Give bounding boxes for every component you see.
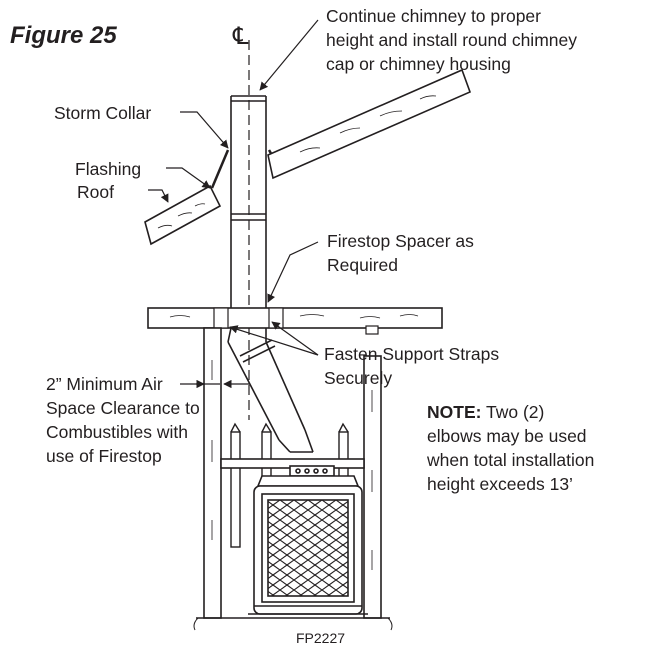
part-code: FP2227 [296,630,346,646]
note-bold-prefix: NOTE: [427,402,482,422]
flashing-label: Flashing [75,159,142,179]
wall-left [203,327,222,619]
firestop-spacer-label-line-1: Firestop Spacer as [327,231,474,251]
wall-right [363,355,382,619]
roof-left [144,184,222,246]
ceiling-joist [147,307,443,329]
fireplace-unit [248,465,368,615]
note-line-2: elbows may be used [427,426,587,446]
offset-pipe [227,327,314,453]
leader-lines [148,19,319,389]
chimney-top-note-line-1: Continue chimney to proper [326,6,541,26]
chimney-top-note-line-2: height and install round chimney [326,30,577,50]
chimney-top-note-line-3: cap or chimney housing [326,54,511,74]
roof-label: Roof [77,182,114,202]
firestop-spacer-label-line-2: Required [327,255,399,275]
note-line-1: NOTE: Two (2) [427,402,544,423]
air-space-label-line-3: Combustibles with [46,422,188,442]
roof-right [267,68,472,180]
centerline-symbol: ℄ [233,23,249,50]
note-line-4: height exceeds 13’ [427,474,573,494]
note-line-3: when total installation [427,450,595,470]
support-straps-label-line-2: Securely [324,368,393,388]
floor [193,617,393,631]
storm-collar-label: Storm Collar [54,103,152,123]
figure-title: Figure 25 [10,22,117,49]
support-straps-label-line-1: Fasten Support Straps [324,344,500,364]
air-space-label-line-1: 2” Minimum Air [46,374,163,394]
note-line-1-text: Two (2) [481,402,545,422]
air-space-label-line-4: use of Firestop [46,446,162,466]
air-space-label-line-2: Space Clearance to [46,398,200,418]
chimney-pipe [230,95,267,328]
